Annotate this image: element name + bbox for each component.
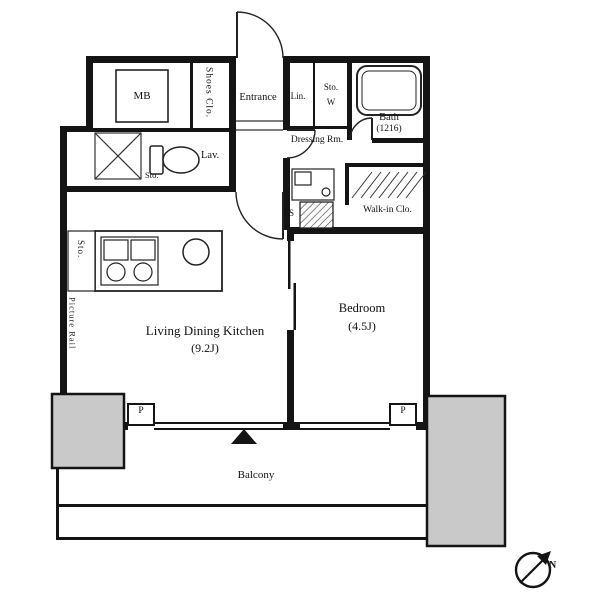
washer-pan-icon (291, 168, 335, 201)
balcony-access-triangle (231, 429, 257, 444)
entrance-step (236, 120, 283, 131)
label-pillar-left: P (138, 406, 144, 416)
pillar-p-boxes (127, 403, 417, 426)
hall-ldk-door-arc (235, 191, 284, 240)
label-walkin-closet: Walk-in Clo. (363, 205, 412, 215)
walkin-hatch (351, 171, 427, 199)
label-bath: Bath (379, 112, 399, 123)
label-compass-north: N (549, 560, 557, 571)
label-linen: Lin. (290, 91, 306, 101)
label-lavatory: Lav. (201, 150, 220, 161)
label-washer: W (326, 97, 336, 107)
entrance-door-arc (236, 11, 284, 59)
label-ldk-size: (9.2J) (191, 341, 219, 355)
dressing-door-arc (286, 129, 316, 159)
label-balcony: Balcony (237, 469, 275, 481)
balcony-lines (56, 466, 428, 540)
toilet-icon (149, 145, 200, 175)
sink-icon (182, 238, 210, 266)
label-bedroom-size: (4.5J) (348, 319, 376, 333)
label-storage-lav: Sto. (145, 170, 159, 180)
windows (154, 422, 390, 430)
label-meter-box: MB (133, 89, 151, 102)
interior-walls (60, 56, 430, 430)
label-entrance: Entrance (239, 92, 277, 103)
meter-box (115, 69, 169, 123)
label-shoes-closet: Shoes Clo. (203, 67, 214, 119)
label-storage-kitchen: Sto. (75, 240, 86, 259)
label-picture-rail: Picture Rail (67, 297, 78, 350)
label-pillar-right: P (400, 406, 406, 416)
storage-cross-icon (94, 132, 142, 180)
label-bath-size: (1216) (376, 124, 402, 134)
bathtub-icon (356, 65, 422, 116)
door-arcs (235, 11, 373, 240)
label-bedroom: Bedroom (338, 301, 386, 315)
label-living-dining-kitchen: Living Dining Kitchen (145, 323, 265, 338)
sliding-door (288, 241, 296, 330)
label-dressing-room: Dressing Rm. (290, 135, 344, 145)
compass-icon (514, 551, 552, 589)
label-pipe-space: PS (284, 208, 295, 218)
label-storage-top: Sto. (323, 82, 339, 92)
ps-hatch-box (299, 201, 334, 229)
stove-icon (100, 236, 159, 286)
pillars (50, 392, 507, 548)
bath-door-arc (349, 117, 373, 141)
